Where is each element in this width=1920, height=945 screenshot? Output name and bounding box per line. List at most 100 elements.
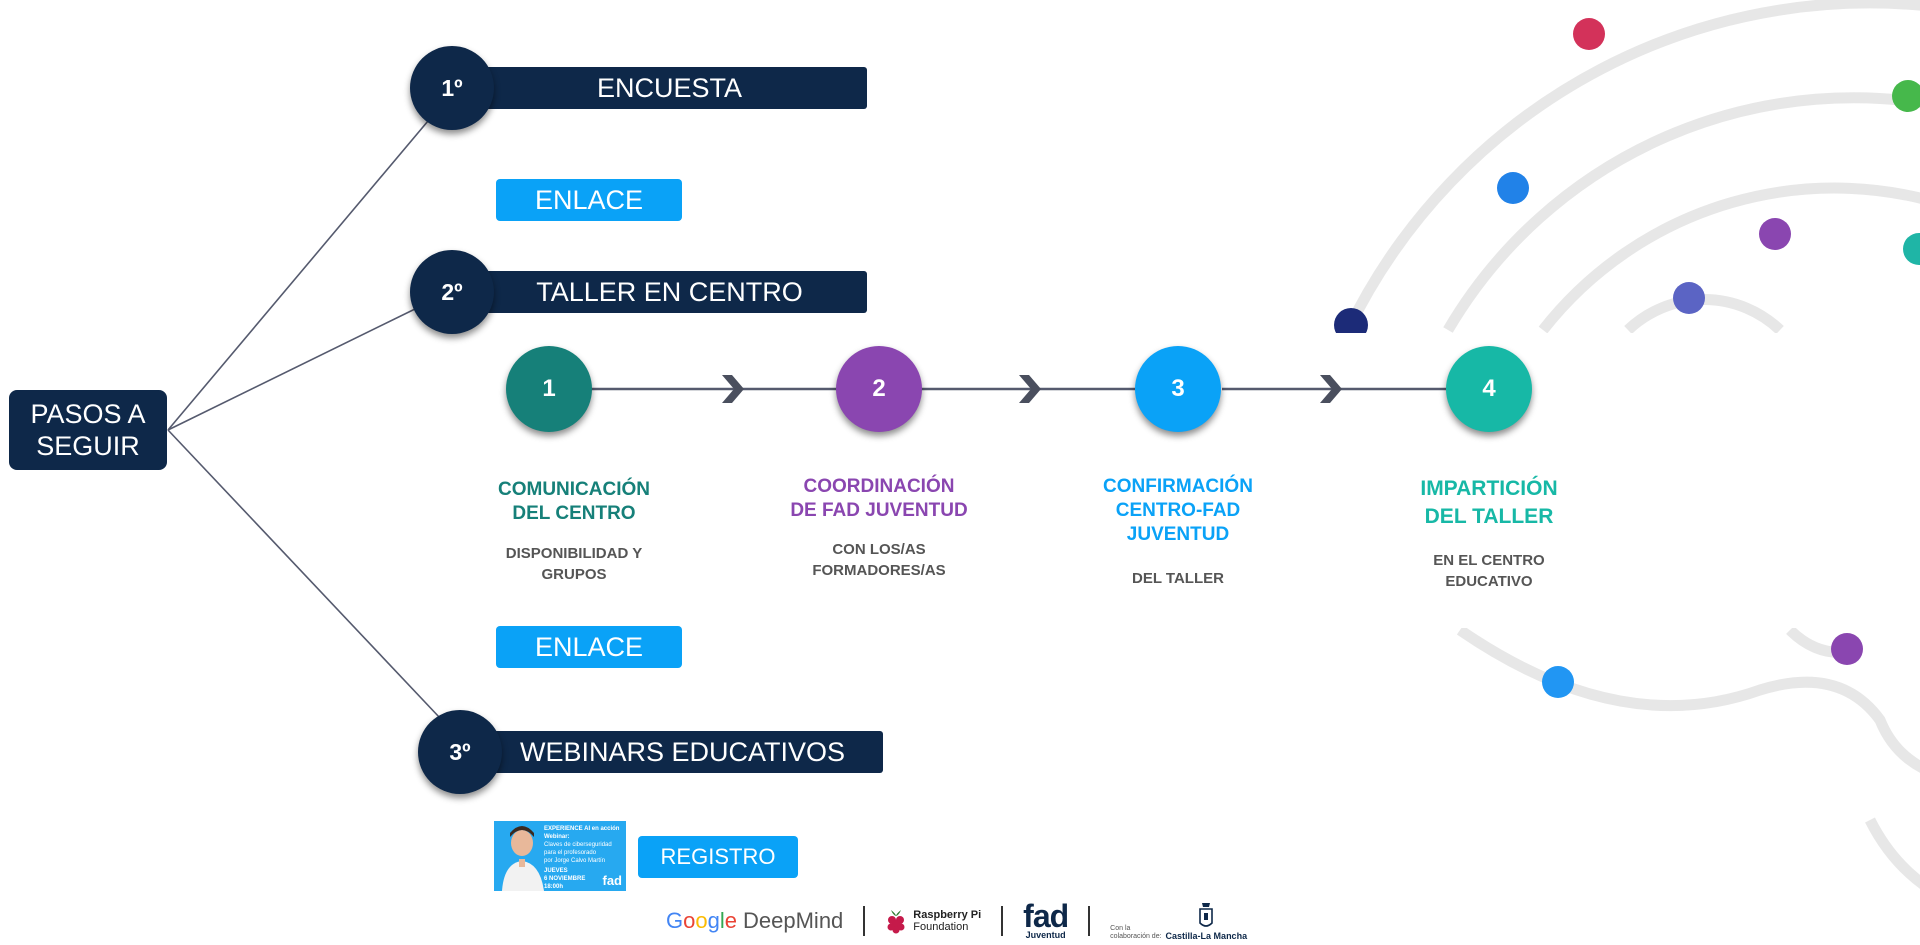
deco-dot <box>1542 666 1574 698</box>
thumb-line2: Webinar: <box>544 834 570 840</box>
registro-link-label: REGISTRO <box>660 844 776 869</box>
chevron-right-icon <box>722 375 744 403</box>
process-2-text: COORDINACIÓN DE FAD JUVENTUD CON LOS/AS … <box>774 475 984 581</box>
thumb-line1: EXPERIENCE AI en acción <box>544 826 620 832</box>
rpi-line1: Raspberry Pi <box>913 909 982 921</box>
process-4-sub-line1: EN EL CENTRO <box>1433 552 1545 569</box>
process-3-number: 3 <box>1171 375 1185 402</box>
castilla-la-mancha-logo: Con la colaboración de: Castilla-La Manc… <box>1110 901 1247 941</box>
google-logo: Google DeepMind <box>666 908 843 934</box>
google-letter: o <box>683 908 696 933</box>
step-1-number: 1º <box>441 74 463 101</box>
raspberry-pi-logo: Raspberry Pi Foundation <box>885 908 981 934</box>
deco-arc-outer <box>1343 0 1920 333</box>
google-letter: G <box>666 908 684 933</box>
process-3-title-line3: JUVENTUD <box>1126 524 1230 545</box>
process-3-title-line2: CENTRO-FAD <box>1115 500 1241 521</box>
google-letter: o <box>695 908 708 933</box>
step-2-title-bar: TALLER EN CENTRO <box>472 271 867 313</box>
deco-dot <box>1673 282 1705 314</box>
process-1-title-line1: COMUNICACIÓN <box>498 479 650 500</box>
process-4-text: IMPARTICIÓN DEL TALLER EN EL CENTRO EDUC… <box>1384 475 1594 592</box>
process-2-number: 2 <box>872 375 886 402</box>
deco-arc-2 <box>1443 92 1920 333</box>
thumb-fad-logo: fad <box>602 873 623 888</box>
deco-dot <box>1831 633 1863 665</box>
process-1-number: 1 <box>542 375 556 402</box>
fad-sub: Juventud <box>1025 930 1066 940</box>
process-1-sub-line1: DISPONIBILIDAD Y <box>505 545 643 562</box>
presenter-photo-icon <box>502 826 544 891</box>
step-2-title: TALLER EN CENTRO <box>536 276 803 307</box>
process-circle-4: 4 <box>1446 346 1532 432</box>
step-2-number: 2º <box>441 278 463 305</box>
deco-arc-lower-3 <box>1865 817 1920 889</box>
thumb-line4: para el profesorado <box>544 850 597 856</box>
root-label-line1: PASOS A <box>30 399 146 429</box>
process-1-sub-line2: GRUPOS <box>541 566 607 583</box>
taller-link-button[interactable]: ENLACE <box>496 626 682 668</box>
process-4-sub-line2: EDUCATIVO <box>1445 573 1533 590</box>
taller-link-label: ENLACE <box>534 631 644 662</box>
collab-name: Castilla-La Mancha <box>1165 931 1248 941</box>
process-3-text: CONFIRMACIÓN CENTRO-FAD JUVENTUD DEL TAL… <box>1073 475 1283 589</box>
castle-crest-icon <box>1199 903 1214 927</box>
google-letter: e <box>724 908 738 933</box>
thumb-line3: Claves de ciberseguridad <box>544 842 612 848</box>
process-1-title-line2: DEL CENTRO <box>512 503 636 524</box>
webinar-thumbnail[interactable]: EXPERIENCE AI en acción Webinar: Claves … <box>494 821 626 891</box>
process-2-sub-line2: FORMADORES/AS <box>812 562 946 579</box>
deco-arc-lower-1 <box>1456 625 1920 773</box>
footer-logos: Google DeepMind Raspberry Pi Foundation … <box>666 898 1247 944</box>
process-2-subtitle: CON LOS/AS FORMADORES/AS <box>774 539 984 581</box>
process-2-title-line2: DE FAD JUVENTUD <box>790 500 968 521</box>
rpi-line2: Foundation <box>913 921 969 933</box>
logo-divider <box>1001 906 1004 936</box>
thumb-line8: 18:00h <box>544 884 564 890</box>
deco-mask-top <box>1330 333 1920 628</box>
arc-group <box>1343 0 1920 889</box>
encuesta-link-button[interactable]: ENLACE <box>496 179 682 221</box>
process-2-title: COORDINACIÓN DE FAD JUVENTUD <box>774 475 984 523</box>
google-letter: g <box>707 908 720 933</box>
process-4-title-line2: DEL TALLER <box>1424 505 1554 528</box>
process-2-title-line1: COORDINACIÓN <box>803 476 955 497</box>
chevron-right-icon <box>1019 375 1041 403</box>
step-1-title: ENCUESTA <box>596 72 743 103</box>
root-node: PASOS A SEGUIR <box>9 390 167 470</box>
process-3-title-line1: CONFIRMACIÓN <box>1103 476 1253 497</box>
deco-arc-3 <box>1538 182 1920 334</box>
process-3-sub-line1: DEL TALLER <box>1132 570 1224 587</box>
step-3-number-circle: 3º <box>418 710 502 794</box>
process-1-subtitle: DISPONIBILIDAD Y GRUPOS <box>469 543 679 585</box>
process-1-title: COMUNICACIÓN DEL CENTRO <box>469 478 679 526</box>
fad-wordmark: fad <box>1023 898 1069 934</box>
process-4-subtitle: EN EL CENTRO EDUCATIVO <box>1384 550 1594 592</box>
process-circle-1: 1 <box>506 346 592 432</box>
deco-dot <box>1497 172 1529 204</box>
step-1-number-circle: 1º <box>410 46 494 130</box>
process-4-title: IMPARTICIÓN DEL TALLER <box>1384 475 1594 531</box>
chevron-right-icon <box>1320 375 1342 403</box>
process-3-subtitle: DEL TALLER <box>1073 568 1283 589</box>
deco-dot <box>1892 80 1920 112</box>
deco-dot <box>1759 218 1791 250</box>
thumb-line6: JUEVES <box>544 868 568 874</box>
process-1-text: COMUNICACIÓN DEL CENTRO DISPONIBILIDAD Y… <box>469 478 679 585</box>
process-circle-3: 3 <box>1135 346 1221 432</box>
step-3-number: 3º <box>449 738 471 765</box>
google-wordmark: Google <box>666 908 737 934</box>
step-1-title-bar: ENCUESTA <box>472 67 867 109</box>
registro-link-button[interactable]: REGISTRO <box>638 836 798 878</box>
process-3-title: CONFIRMACIÓN CENTRO-FAD JUVENTUD <box>1073 475 1283 547</box>
process-2-sub-line1: CON LOS/AS <box>832 541 926 558</box>
fad-juventud-logo: fad Juventud <box>1023 898 1069 940</box>
google-letter: l <box>719 908 725 933</box>
process-4-number: 4 <box>1482 375 1496 402</box>
collab-line2: colaboración de: <box>1110 933 1162 940</box>
step-3-title-bar: WEBINARS EDUCATIVOS <box>482 731 883 773</box>
step-3-title: WEBINARS EDUCATIVOS <box>519 736 846 767</box>
collab-line1: Con la <box>1110 925 1131 932</box>
